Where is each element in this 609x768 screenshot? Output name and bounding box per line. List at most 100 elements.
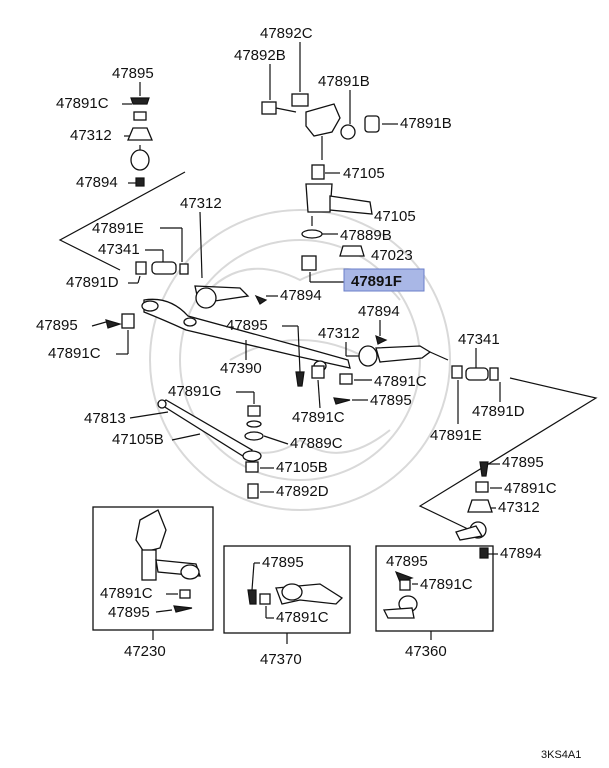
label-47891G: 47891G: [168, 383, 221, 400]
dust-cover-icon-2: [358, 345, 378, 367]
nut-icon-8: [399, 579, 411, 591]
label-47312-rr: 47312: [498, 499, 540, 516]
label-47891C-mid2: 47891C: [374, 373, 427, 390]
box3-label-47891C: 47891C: [420, 576, 473, 593]
boot-icon: [339, 245, 365, 257]
idler-arm-icon: [329, 195, 373, 215]
label-47105B-l: 47105B: [112, 431, 164, 448]
label-47891B-top: 47891B: [318, 73, 370, 90]
nut-icon-7: [259, 593, 271, 605]
washer-icon: [301, 229, 323, 239]
tie-rod-ball-icon: [281, 583, 303, 601]
idler-bracket-icon: [305, 103, 341, 137]
nut-icon-4: [311, 164, 325, 180]
watermark-emblem: [149, 209, 451, 511]
assembly-box-47360[interactable]: 47895 47891C 47360: [375, 545, 494, 660]
relay-rod-eye-mid: [183, 317, 197, 327]
lock-nut-icon: [135, 261, 147, 275]
nut-icon-6: [179, 589, 191, 599]
box1-label-47891C: 47891C: [100, 585, 153, 602]
tie-rod-right-group[interactable]: 47894 47312 47341 47891D 47891E: [318, 303, 525, 444]
label-47105-a: 47105: [343, 165, 385, 182]
dust-cover-icon: [127, 127, 153, 141]
castle-nut-icon: [121, 313, 135, 329]
box2-label-47891C: 47891C: [276, 609, 329, 626]
tie-rod-end-ball-icon: [195, 287, 217, 309]
diagram-code: 3KS4A1: [541, 749, 581, 761]
cotter-pin-icon-3: [295, 371, 305, 387]
lock-nut-icon-2: [451, 365, 463, 379]
label-47105-b: 47105: [374, 208, 416, 225]
box2-label-47895: 47895: [262, 554, 304, 571]
label-47891E-r: 47891E: [430, 427, 482, 444]
nut-icon-47891F: [301, 255, 317, 271]
pitman-arm-icon: [135, 509, 167, 553]
box3-label-47895: 47895: [386, 553, 428, 570]
steering-damper-icon: [158, 399, 253, 459]
label-47891E-l: 47891E: [92, 220, 144, 237]
grease-fitting-icon: [135, 177, 145, 187]
tie-rod-end-left-group[interactable]: 47895 47891C 47312 47894: [56, 65, 154, 191]
pitman-arm-group[interactable]: 47892C 47892B 47891B 47891B 47105 47105 …: [234, 25, 452, 292]
relay-rod-group[interactable]: 47895 47390 47891C 47891C 47895: [141, 298, 427, 426]
assembly-box-47370[interactable]: 47895 47891C 47370: [223, 545, 351, 668]
box2-title: 47370: [260, 651, 302, 668]
cotter-pin-icon-7: [247, 589, 257, 605]
box1-title: 47230: [124, 643, 166, 660]
bolt-icon: [261, 101, 277, 115]
label-47891D-l: 47891D: [66, 274, 119, 291]
label-47895-tl: 47895: [112, 65, 154, 82]
label-47894-rr: 47894: [500, 545, 542, 562]
bushing-icon-2: [245, 461, 259, 473]
damper-eye-icon: [157, 399, 167, 409]
label-47889C: 47889C: [290, 435, 343, 452]
label-47892C: 47892C: [260, 25, 313, 42]
label-47891C-rr: 47891C: [504, 480, 557, 497]
tie-rod-end-right-icon: [375, 345, 432, 363]
ball-joint-icon: [130, 149, 150, 171]
steering-damper-group[interactable]: 47891G 47813 47105B 47889C 47105B 47892D: [84, 383, 343, 500]
cotter-pin-icon-5: [479, 461, 489, 477]
bolt-icon-2: [247, 483, 259, 499]
label-47894-tl: 47894: [76, 174, 118, 191]
label-47892B: 47892B: [234, 47, 286, 64]
label-47895-mid: 47895: [226, 317, 268, 334]
label-47895-l: 47895: [36, 317, 78, 334]
highlight-47891F[interactable]: [343, 268, 425, 292]
relay-rod-eye-left: [141, 300, 159, 312]
label-47891F[interactable]: 47891F: [351, 273, 402, 290]
group-bracket-left: [58, 171, 186, 271]
left-fastener-group[interactable]: 47895 47891C: [36, 313, 135, 362]
box-47360-frame: [375, 545, 494, 632]
grease-fitting-icon-2: [254, 294, 268, 305]
label-47813: 47813: [84, 410, 126, 427]
tie-rod-end-icon-5: [382, 607, 415, 619]
tie-rod-left-group[interactable]: 47312 47891E 47341 47891D 47894: [66, 195, 322, 309]
label-47891C-l: 47891C: [48, 345, 101, 362]
nut-icon-2: [340, 124, 356, 140]
label-47892D: 47892D: [276, 483, 329, 500]
label-47891C-tl: 47891C: [56, 95, 109, 112]
label-47895-mid2: 47895: [370, 392, 412, 409]
washer-icon-3: [244, 431, 264, 441]
label-47312-r: 47312: [318, 325, 360, 342]
label-47105B-r: 47105B: [276, 459, 328, 476]
nut-icon-3: [364, 115, 380, 133]
assembly-box-47230[interactable]: 47891C 47895 47230: [92, 506, 214, 660]
tie-rod-end-right-group[interactable]: 47895 47891C 47312 47894: [455, 454, 557, 562]
label-47891C-mid: 47891C: [292, 409, 345, 426]
grease-fitting-icon-3: [375, 335, 388, 345]
clamp-nut-icon-2: [489, 367, 499, 381]
cotter-pin-icon-4: [333, 397, 351, 405]
box3-title: 47360: [405, 643, 447, 660]
label-47341-l: 47341: [98, 241, 140, 258]
nut-icon-5: [247, 405, 261, 417]
bushing-icon: [242, 450, 262, 462]
label-47894-mid: 47894: [280, 287, 322, 304]
label-47312-tl: 47312: [70, 127, 112, 144]
label-47341-r: 47341: [458, 331, 500, 348]
idler-bushing-icon: [305, 183, 333, 213]
label-47390: 47390: [220, 360, 262, 377]
label-47023: 47023: [371, 247, 413, 264]
